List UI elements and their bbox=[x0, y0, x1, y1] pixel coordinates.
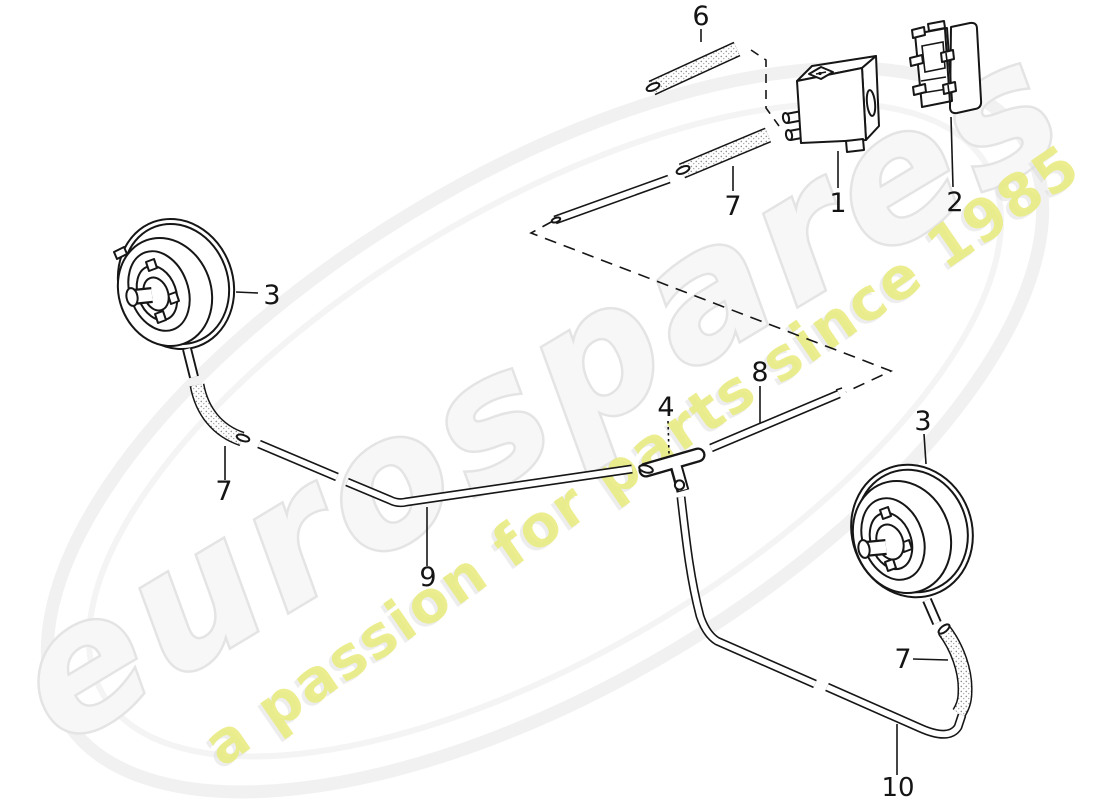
callout-7-left: 7 bbox=[215, 446, 233, 507]
callout-3-left: 3 bbox=[235, 280, 281, 311]
callout-7-top: 7 bbox=[724, 166, 742, 222]
part-number-2[interactable]: 2 bbox=[946, 187, 963, 218]
callout-3-right: 3 bbox=[914, 406, 932, 465]
tee-connector bbox=[638, 447, 706, 493]
vacuum-actuator-right bbox=[850, 463, 974, 625]
leader-line-2 bbox=[950, 116, 954, 188]
part-number-7-right[interactable]: 7 bbox=[894, 644, 911, 675]
callout-9: 9 bbox=[419, 507, 437, 593]
vacuum-hose-9 bbox=[257, 439, 633, 508]
leader-line-3-right bbox=[923, 433, 927, 465]
part-number-3-left[interactable]: 3 bbox=[263, 280, 280, 311]
callout-8: 8 bbox=[751, 357, 769, 423]
callout-10: 10 bbox=[881, 724, 915, 800]
vacuum-hose-10 bbox=[825, 682, 967, 739]
callout-2: 2 bbox=[946, 116, 964, 218]
leader-line-3-left bbox=[235, 291, 259, 294]
part-number-1[interactable]: 1 bbox=[829, 188, 846, 219]
foam-hose-7-left bbox=[189, 383, 251, 447]
part-number-6[interactable]: 6 bbox=[692, 1, 709, 32]
mounting-bracket bbox=[909, 20, 983, 115]
solenoid-valve bbox=[781, 55, 880, 153]
part-number-3-right[interactable]: 3 bbox=[914, 406, 931, 437]
foam-hose-7-top bbox=[675, 127, 772, 179]
vacuum-actuator-left bbox=[113, 217, 236, 379]
part-number-7-top[interactable]: 7 bbox=[724, 191, 741, 222]
foam-hose-7-right bbox=[937, 623, 973, 717]
part-number-7-left[interactable]: 7 bbox=[215, 476, 232, 507]
vacuum-hose-down bbox=[676, 496, 817, 689]
part-number-9[interactable]: 9 bbox=[419, 562, 436, 593]
vacuum-hose-8 bbox=[709, 387, 843, 453]
part-number-4[interactable]: 4 bbox=[657, 392, 674, 423]
part-number-10[interactable]: 10 bbox=[881, 773, 914, 800]
callout-6: 6 bbox=[692, 1, 710, 42]
foam-hose-6 bbox=[645, 41, 741, 96]
part-number-8[interactable]: 8 bbox=[751, 357, 768, 388]
callout-7-right: 7 bbox=[894, 644, 949, 675]
connector-hose-top bbox=[550, 174, 671, 225]
callout-4: 4 bbox=[657, 392, 675, 455]
callout-1: 1 bbox=[829, 151, 847, 219]
leader-line-7-right bbox=[912, 658, 949, 661]
